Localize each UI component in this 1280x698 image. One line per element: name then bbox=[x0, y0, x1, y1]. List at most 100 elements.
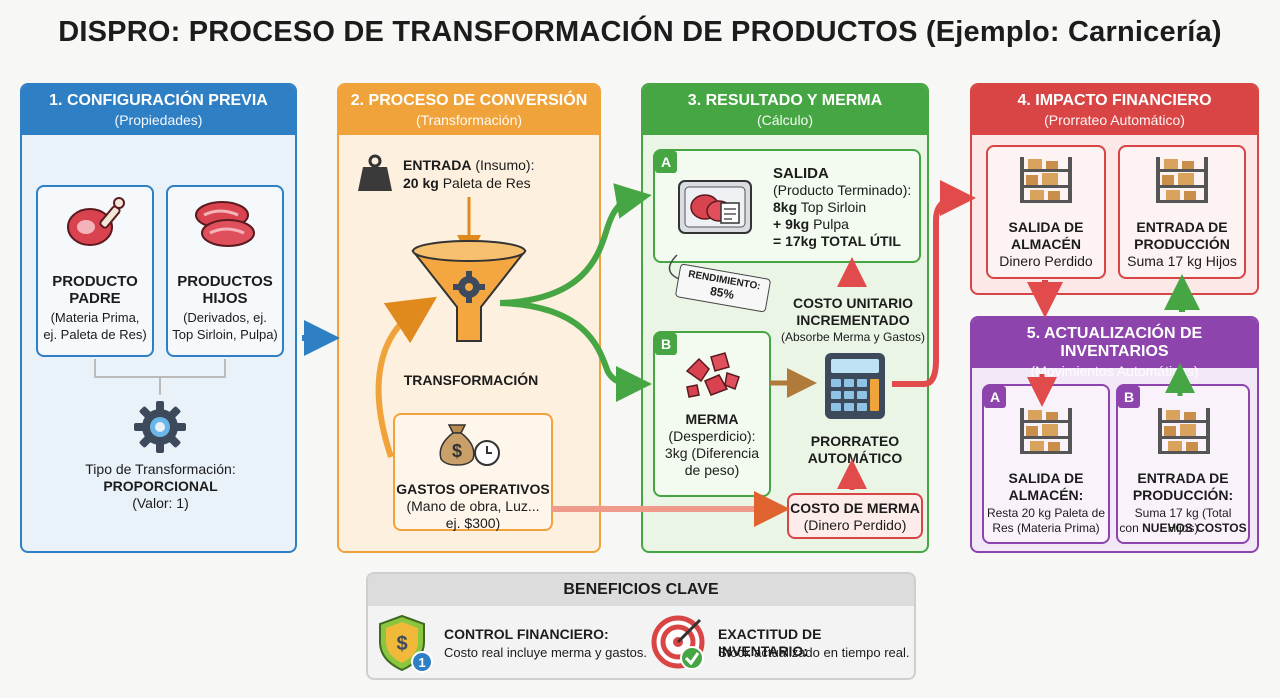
target-check-icon bbox=[651, 615, 705, 670]
inventory-in-title-2: PRODUCCIÓN: bbox=[1132, 487, 1234, 503]
output-line-2-product: Pulpa bbox=[813, 216, 849, 232]
unit-cost-title-2: INCREMENTADO bbox=[796, 312, 910, 328]
output-line-1: 8kg Top Sirloin bbox=[773, 199, 866, 216]
unit-cost-note: (Absorbe Merma y Gastos) bbox=[780, 330, 926, 344]
output-total: = 17kg TOTAL ÚTIL bbox=[773, 233, 901, 249]
child-products-desc: (Derivados, ej. Top Sirloin, Pulpa) bbox=[172, 310, 278, 342]
page-title: DISPRO: PROCESO DE TRANSFORMACIÓN DE PRO… bbox=[58, 16, 1222, 48]
output-line-1-qty: 8kg bbox=[773, 199, 798, 215]
waste-card: B MERMA (Desperdicio): 3kg (Diferencia d… bbox=[653, 331, 771, 497]
inventory-out-title-1: SALIDA DE bbox=[1008, 470, 1084, 486]
panel-subtitle: (Transformación) bbox=[415, 112, 523, 128]
input-note: (Insumo): bbox=[475, 157, 535, 173]
gear-icon bbox=[134, 401, 186, 453]
svg-text:1: 1 bbox=[418, 655, 425, 670]
waste-cost-note: (Dinero Perdido) bbox=[803, 517, 907, 533]
calculator-icon bbox=[825, 353, 885, 419]
waste-title: MERMA bbox=[685, 411, 739, 427]
warehouse-out-title-1: SALIDA DE bbox=[1008, 219, 1084, 235]
panel-subtitle: (Cálculo) bbox=[756, 112, 813, 128]
tray-icon bbox=[678, 180, 752, 234]
badge-b: B bbox=[655, 333, 677, 355]
child-products-card: PRODUCTOS HIJOS (Derivados, ej. Top Sirl… bbox=[166, 185, 284, 357]
output-title: SALIDA bbox=[773, 165, 829, 182]
connector-lines bbox=[94, 359, 226, 395]
badge-a: A bbox=[655, 151, 677, 173]
svg-text:$: $ bbox=[452, 441, 462, 461]
output-card: A SALIDA (Producto Terminado): 8kg Top S… bbox=[653, 149, 921, 263]
warehouse-shelf-icon bbox=[1020, 408, 1072, 454]
input-product: Paleta de Res bbox=[442, 175, 531, 191]
unit-cost-title-1: COSTO UNITARIO bbox=[792, 295, 914, 311]
conversion-flow-arrows bbox=[375, 197, 481, 458]
production-in-card: ENTRADA DE PRODUCCIÓN Suma 17 kg Hijos bbox=[1118, 145, 1246, 279]
prorate-title-2: AUTOMÁTICO bbox=[807, 450, 903, 466]
panel-header: 5. ACTUALIZACIÓN DE INVENTARIOS (Movimie… bbox=[972, 318, 1257, 379]
inventory-out-desc-2: Res (Materia Prima) bbox=[992, 521, 1100, 535]
parent-product-card: PRODUCTO PADRE (Materia Prima, ej. Palet… bbox=[36, 185, 154, 357]
input-label: ENTRADA bbox=[403, 157, 472, 173]
waste-cost-title: COSTO DE MERMA bbox=[790, 500, 920, 516]
inventory-out-card: A SALIDA DE ALMACÉN: Resta 20 kg Paleta … bbox=[982, 384, 1110, 544]
inventory-in-desc-2: con NUEVOS COSTOS bbox=[1118, 521, 1248, 536]
panel-subtitle: (Propiedades) bbox=[114, 112, 203, 128]
warehouse-out-card: SALIDA DE ALMACÉN Dinero Perdido bbox=[986, 145, 1106, 279]
panel-conversion: 2. PROCESO DE CONVERSIÓN (Transformación… bbox=[337, 83, 601, 553]
warehouse-out-desc: Dinero Perdido bbox=[999, 253, 1093, 269]
panel-financial-impact: 4. IMPACTO FINANCIERO (Prorrateo Automát… bbox=[970, 83, 1259, 295]
benefit-1-desc: Costo real incluye merma y gastos. bbox=[444, 645, 648, 660]
input-qty: 20 kg bbox=[403, 175, 439, 191]
panel-header: 3. RESULTADO Y MERMA (Cálculo) bbox=[643, 85, 927, 135]
shield-dollar-icon: $ 1 bbox=[379, 614, 433, 673]
waste-desc-2: 3kg (Diferencia bbox=[664, 445, 760, 461]
operating-costs-desc-1: (Mano de obra, Luz... bbox=[406, 498, 540, 514]
waste-cost-card: COSTO DE MERMA (Dinero Perdido) bbox=[787, 493, 923, 539]
panel-title: 4. IMPACTO FINANCIERO bbox=[1017, 92, 1212, 109]
panel-header: 4. IMPACTO FINANCIERO (Prorrateo Automát… bbox=[972, 85, 1257, 135]
panel-header: 1. CONFIGURACIÓN PREVIA (Propiedades) bbox=[22, 85, 295, 135]
child-products-title: PRODUCTOS HIJOS bbox=[177, 273, 273, 307]
operating-costs-desc-2: ej. $300) bbox=[445, 515, 501, 531]
badge-b: B bbox=[1118, 386, 1140, 408]
waste-desc-3: de peso) bbox=[684, 462, 740, 478]
input-quantity-line: 20 kg Paleta de Res bbox=[403, 175, 593, 192]
input-label-line: ENTRADA (Insumo): bbox=[403, 157, 593, 174]
inventory-in-desc-2-bold: NUEVOS COSTOS bbox=[1142, 521, 1247, 535]
inventory-in-desc-2-pre: con bbox=[1119, 521, 1139, 535]
badge-a: A bbox=[984, 386, 1006, 408]
clock-icon bbox=[474, 440, 500, 466]
inventory-out-desc-1: Resta 20 kg Paleta de bbox=[986, 506, 1106, 520]
panel-title: 3. RESULTADO Y MERMA bbox=[687, 92, 883, 109]
money-bag-icon: $ bbox=[439, 424, 475, 466]
funnel-icon bbox=[411, 240, 527, 342]
warehouse-shelf-icon bbox=[1020, 157, 1072, 203]
panel-subtitle: (Movimientos Automáticos) bbox=[1030, 363, 1199, 379]
output-line-2: + 9kg Pulpa bbox=[773, 216, 849, 233]
panel-inventory-update: 5. ACTUALIZACIÓN DE INVENTARIOS (Movimie… bbox=[970, 316, 1259, 553]
production-in-title-2: PRODUCCIÓN bbox=[1134, 236, 1230, 252]
parent-product-desc: (Materia Prima, ej. Paleta de Res) bbox=[43, 310, 147, 342]
output-line-2-qty: + 9kg bbox=[773, 216, 810, 232]
prorate-title-1: PRORRATEO bbox=[810, 433, 900, 449]
panel-result: 3. RESULTADO Y MERMA (Cálculo) A SALIDA … bbox=[641, 83, 929, 553]
inventory-in-desc-1: Suma 17 kg (Total Hijos) bbox=[1134, 506, 1232, 535]
warehouse-shelf-icon bbox=[1156, 157, 1208, 203]
weight-icon bbox=[358, 154, 392, 191]
transformation-type-label: Tipo de Transformación: bbox=[85, 461, 236, 477]
panel-title: 5. ACTUALIZACIÓN DE INVENTARIOS bbox=[1026, 325, 1203, 360]
warehouse-out-title-2: ALMACÉN bbox=[1011, 236, 1081, 252]
benefit-2-desc: Stock actualizado en tiempo real. bbox=[718, 645, 910, 660]
production-in-title-1: ENTRADA DE bbox=[1136, 219, 1228, 235]
inventory-in-title-1: ENTRADA DE bbox=[1137, 470, 1229, 486]
benefits-title: BENEFICIOS CLAVE bbox=[368, 574, 914, 606]
transformation-type-note: (Valor: 1) bbox=[132, 495, 189, 511]
steaks-icon bbox=[195, 201, 255, 247]
transformation-type-value: PROPORCIONAL bbox=[103, 478, 218, 494]
panel-header: 2. PROCESO DE CONVERSIÓN (Transformación… bbox=[339, 85, 599, 135]
inventory-out-title-2: ALMACÉN: bbox=[1008, 487, 1084, 503]
panel-subtitle: (Prorrateo Automático) bbox=[1044, 112, 1185, 128]
operating-costs-card: $ GASTOS OPERATIVOS (Mano de obra, Luz..… bbox=[393, 413, 553, 531]
panel-configuration: 1. CONFIGURACIÓN PREVIA (Propiedades) PR… bbox=[20, 83, 297, 553]
inventory-in-card: B ENTRADA DE PRODUCCIÓN: Suma 17 kg (Tot… bbox=[1116, 384, 1250, 544]
parent-product-title: PRODUCTO PADRE bbox=[52, 273, 138, 307]
